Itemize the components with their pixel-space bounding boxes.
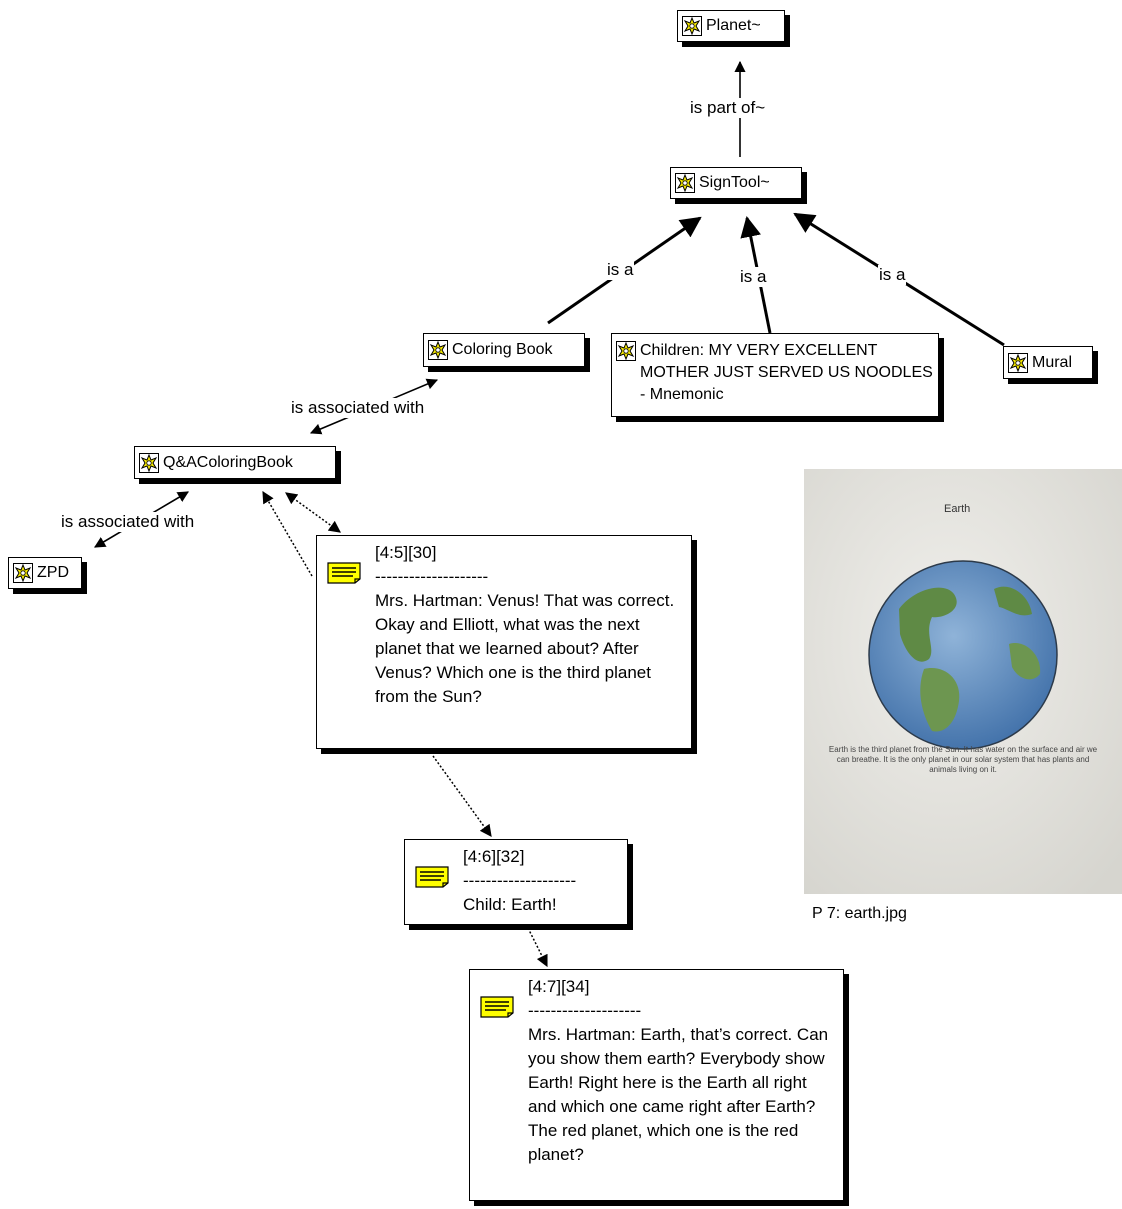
link-label-is-a-children: is a <box>739 267 768 287</box>
quotation-4-6[interactable]: [4:6][32] -------------------- Child: Ea… <box>404 839 628 925</box>
link-memo1-qa-b <box>285 492 341 533</box>
quotation-text: Mrs. Hartman: Earth, that’s correct. Can… <box>528 1025 829 1164</box>
quotation-ref: [4:7][34] <box>528 977 590 996</box>
earth-photo-image <box>804 469 1122 894</box>
memo-icon <box>480 996 514 1018</box>
node-label: Coloring Book <box>452 341 553 358</box>
photo-title: Earth <box>944 503 971 515</box>
quotation-text: Mrs. Hartman: Venus! That was correct. O… <box>375 591 675 706</box>
node-qa-coloring-book[interactable]: Q&AColoringBook <box>134 446 336 479</box>
node-children-mnemonic[interactable]: Children: MY VERY EXCELLENT MOTHER JUST … <box>611 333 939 417</box>
node-label: Planet~ <box>706 17 761 34</box>
quotation-text: Child: Earth! <box>463 895 557 914</box>
quotation-4-5[interactable]: [4:5][30] -------------------- Mrs. Hart… <box>316 535 692 749</box>
quotation-ref: [4:6][32] <box>463 847 525 866</box>
code-icon <box>682 16 702 36</box>
quotation-separator: -------------------- <box>375 567 489 586</box>
photo-caption: P 7: earth.jpg <box>812 905 907 922</box>
node-label: Children: MY VERY EXCELLENT MOTHER JUST … <box>640 342 933 403</box>
node-label: ZPD <box>37 564 69 581</box>
quotation-separator: -------------------- <box>463 871 577 890</box>
node-planet[interactable]: Planet~ <box>677 10 785 42</box>
memo-icon <box>327 562 361 584</box>
link-label-associated-zpd: is associated with <box>60 512 196 532</box>
memo-icon <box>415 866 449 888</box>
link-label-associated-coloring: is associated with <box>290 398 426 418</box>
node-label: Q&AColoringBook <box>163 453 293 471</box>
node-signtool[interactable]: SignTool~ <box>670 167 802 199</box>
link-memo1-memo2 <box>432 755 492 837</box>
node-mural[interactable]: Mural <box>1003 346 1093 379</box>
code-icon <box>428 340 448 360</box>
link-memo2-memo3 <box>527 927 548 968</box>
code-icon <box>139 452 159 473</box>
link-label-is-a-coloring: is a <box>606 260 635 280</box>
earth-photo[interactable]: Earth Earth is the third planet from the… <box>804 469 1122 894</box>
quotation-separator: -------------------- <box>528 1001 642 1020</box>
code-icon <box>675 173 695 193</box>
code-icon <box>616 341 636 361</box>
code-icon <box>1008 352 1028 373</box>
link-label-is-a-mural: is a <box>878 265 907 285</box>
node-label: Mural <box>1032 353 1073 371</box>
node-coloring-book[interactable]: Coloring Book <box>423 333 585 367</box>
code-icon <box>13 563 33 583</box>
node-zpd[interactable]: ZPD <box>8 557 82 589</box>
link-memo1-qa-a <box>262 490 313 577</box>
node-label: SignTool~ <box>699 174 770 191</box>
photo-text: Earth is the third planet from the Sun. … <box>828 745 1098 774</box>
quotation-ref: [4:5][30] <box>375 543 437 562</box>
link-label-part-of: is part of~ <box>689 98 767 118</box>
quotation-4-7[interactable]: [4:7][34] -------------------- Mrs. Hart… <box>469 969 844 1201</box>
